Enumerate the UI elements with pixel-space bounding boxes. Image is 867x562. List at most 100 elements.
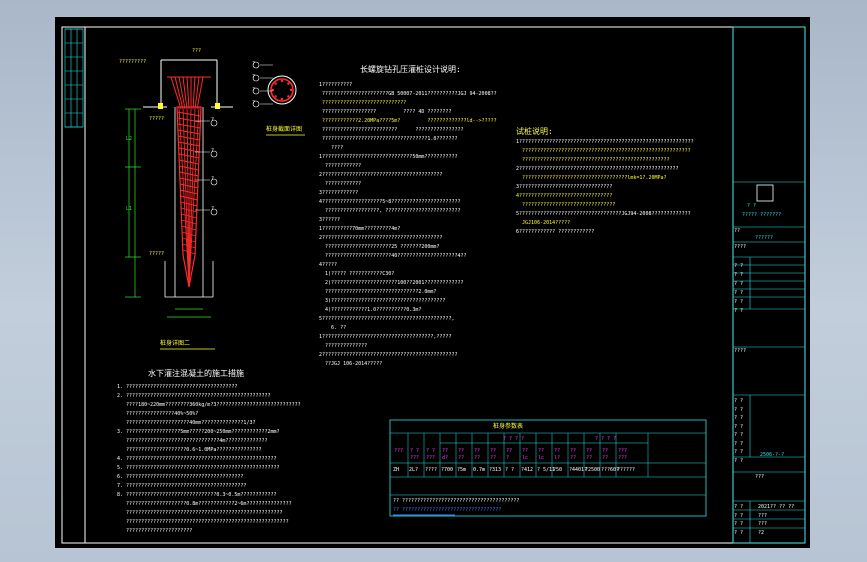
pile-callout: ? <box>211 206 215 212</box>
table-header-cell: ??? <box>410 455 420 461</box>
note-line: 3)?????????????????????????????????????? <box>319 298 446 304</box>
table-header-cell: ? <box>506 455 510 461</box>
spiral-tie <box>181 213 197 219</box>
project-value: ?????? <box>755 235 774 241</box>
note-line: ?????????????????????40mm??????????????1… <box>117 420 256 426</box>
table-cell: 0.7m <box>473 467 486 473</box>
note-line: 3??????????????????????????????? <box>516 184 613 190</box>
title-block-row-label: ? ? <box>734 299 744 305</box>
note-line: 5??????????????????????????????????JGJ94… <box>516 211 691 217</box>
callout-circle <box>252 74 260 82</box>
spiral-tie <box>179 165 199 171</box>
drawing-label: ???? <box>734 348 747 354</box>
title-block-row-label: ? ? <box>734 281 744 287</box>
rebar <box>188 106 200 286</box>
table-header-cell: ?? <box>602 448 609 454</box>
callout-circle <box>210 178 218 186</box>
section-bar <box>287 95 290 98</box>
spiral-tie <box>177 117 201 123</box>
sign-row-label: ? ? <box>734 406 744 413</box>
bottom-row-label: ? ? <box>734 521 744 527</box>
note-line: ?????????????????????? <box>117 528 193 534</box>
construction-title: 水下灌注混凝土的施工措施 <box>148 369 244 378</box>
note-line: 6. ?????????????????????????????????????… <box>117 474 244 480</box>
note-line: 4??????????????????????????????? <box>516 193 613 199</box>
title-block-row-label: ? ? <box>734 290 744 296</box>
main-title: 长螺旋钻孔压灌桩设计说明: <box>360 65 461 74</box>
note-line: ???????????? <box>319 163 362 169</box>
callout-circle <box>252 87 260 95</box>
note-line: ????????????????????0.6~1.0MPa??????????… <box>117 447 262 453</box>
bottom-row-value: ??? <box>758 521 768 527</box>
note-line: 7. ?????????????????????????????????????… <box>117 483 247 489</box>
section-bar <box>274 95 277 98</box>
sign-row-label: ? ? <box>734 457 744 464</box>
note-line: 2???????????????????????????????????????… <box>319 172 443 178</box>
note-line: 4)????????????1.0??????????0.3m? <box>319 307 422 313</box>
spiral-tie <box>179 183 199 189</box>
note-line: ????????????????????????????????????????… <box>516 148 691 154</box>
top-label: ??? <box>192 48 202 54</box>
note-line: ?????????????????? ???? 4D ???????? <box>319 109 452 115</box>
table-header-cell: ?? <box>570 455 577 461</box>
spiral-tie <box>179 177 199 183</box>
table-header-cell: ?? <box>602 455 609 461</box>
spiral-tie <box>180 195 198 201</box>
hatch <box>215 103 220 109</box>
table-header-cell: ?? <box>490 455 497 461</box>
spiral-tie <box>177 129 201 135</box>
note-line: 2???????????????????????????????????????… <box>319 352 458 358</box>
table-group-header: ? ? ? ? <box>503 436 525 442</box>
note-line: 4????????????????????5~8????????????????… <box>319 199 461 205</box>
table-header-cell: ?? <box>586 448 593 454</box>
table-header-cell: ??? <box>618 448 628 454</box>
table-header-cell: ??? <box>618 455 628 461</box>
note-line: 1?????????? <box>319 82 353 88</box>
parameter-table <box>389 419 707 517</box>
table-header-cell: ?? <box>458 448 465 454</box>
table-header-cell: ? ? <box>410 448 420 454</box>
spiral-tie <box>178 135 200 141</box>
note-line: 2. ?????????????????????????????????????… <box>117 393 271 399</box>
spiral-tie <box>178 153 200 159</box>
level-tag: ????? <box>149 251 165 257</box>
logo-box <box>756 184 774 202</box>
note-line: 4. ?????????????????????????????????????… <box>117 456 277 462</box>
table-cell: ?412 <box>521 467 534 473</box>
spiral-tie <box>182 237 196 243</box>
spiral-tie <box>182 243 196 249</box>
sign-row-label: ? ? <box>734 432 744 438</box>
table-header-cell: ?? <box>522 448 529 454</box>
section-spiral <box>270 78 294 102</box>
note-line: ??JGJ 106-2014????? <box>319 361 383 367</box>
table-header-cell: ?? <box>474 455 481 461</box>
rebar <box>186 106 190 286</box>
table-note: ?? ?????????????????????????????????????… <box>393 498 520 504</box>
table-header-cell: ?? <box>570 448 577 454</box>
company-name: ????? ??????? <box>742 212 782 218</box>
table-header-cell: l? <box>554 455 561 461</box>
note-line: 1???????????????????????????????????????… <box>516 139 694 145</box>
section-title: 桩身截面详图 <box>266 126 303 133</box>
section-bar <box>287 82 290 85</box>
spiral-tie <box>181 225 197 231</box>
callout-circle <box>210 208 218 216</box>
note-line: ????????????????????0.8m????????????2~6m… <box>117 501 292 507</box>
margin-strip <box>64 28 84 128</box>
table-header-cell: ?? <box>586 455 593 461</box>
table-header-cell: d? <box>442 455 449 461</box>
level-tag: ????? <box>149 116 165 122</box>
table-cell: ?50 <box>553 467 563 473</box>
scale-label: ??? <box>755 474 765 480</box>
note-line: ????????????2.20MPa????5m? ?????????????… <box>319 118 497 124</box>
note-line: JGJ106-2014????? <box>516 220 571 226</box>
note-line: ???????????????????????????? <box>319 100 407 106</box>
note-line: ????????????????????????????????????????… <box>516 157 670 163</box>
sign-row-label: ? ? <box>734 449 744 455</box>
rebar <box>188 106 196 286</box>
spiral-tie <box>178 147 200 153</box>
top-left-note: ????????? <box>119 59 147 65</box>
spiral-tie <box>177 111 201 117</box>
callout-circle <box>252 61 260 69</box>
title-block-frame <box>732 26 806 544</box>
